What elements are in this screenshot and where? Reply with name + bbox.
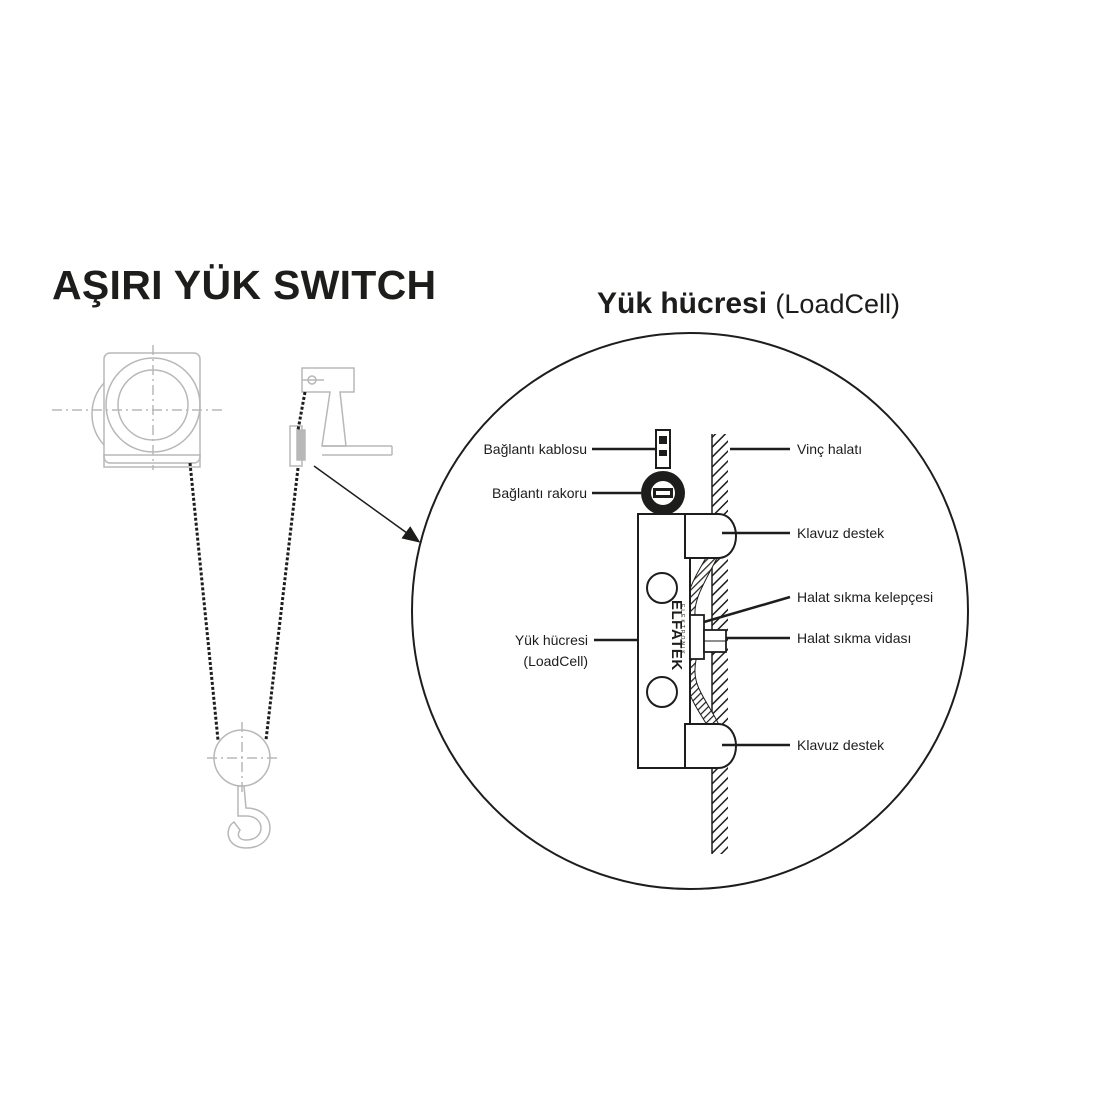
guide-support-top xyxy=(684,513,737,559)
label-yuk-hucresi-1: Yük hücresi xyxy=(515,632,588,648)
label-yuk-hucresi-2: (LoadCell) xyxy=(523,653,588,669)
page-title: AŞIRI YÜK SWITCH xyxy=(52,262,437,308)
brand-tagline: ELEKTRONIK xyxy=(679,604,685,656)
crane-loadcell xyxy=(289,425,306,467)
label-klavuz-destek-bottom: Klavuz destek xyxy=(797,737,885,753)
zoom-circle xyxy=(411,332,969,890)
label-vinc-halati: Vinç halatı xyxy=(797,441,862,457)
support-bracket xyxy=(301,367,393,456)
subtitle-light: (LoadCell) xyxy=(775,289,900,319)
brand-logo: ELFATEK xyxy=(668,600,685,671)
crane-rope xyxy=(188,391,307,741)
loadcell-body: ELFATEK ELEKTRONIK xyxy=(637,513,691,769)
label-baglanti-rakoru: Bağlantı rakoru xyxy=(492,485,587,501)
mount-hole-bottom xyxy=(646,676,678,708)
guide-support-bottom xyxy=(684,723,737,769)
subtitle-bold: Yük hücresi xyxy=(597,287,768,320)
hook-pulley xyxy=(207,722,280,849)
label-baglanti-kablosu: Bağlantı kablosu xyxy=(483,441,587,457)
zoom-arrow xyxy=(313,465,421,543)
mount-hole-top xyxy=(646,572,678,604)
subtitle: Yük hücresi (LoadCell) xyxy=(597,287,900,321)
label-halat-sikma-kelepcesi: Halat sıkma kelepçesi xyxy=(797,589,933,605)
label-klavuz-destek-top: Klavuz destek xyxy=(797,525,885,541)
crane-drawing xyxy=(52,345,393,849)
leader-lines xyxy=(592,447,791,747)
rope-clamp xyxy=(689,614,727,660)
cable-connector xyxy=(641,429,685,515)
label-halat-sikma-vidasi: Halat sıkma vidası xyxy=(797,630,911,646)
winch-drum xyxy=(52,345,226,470)
